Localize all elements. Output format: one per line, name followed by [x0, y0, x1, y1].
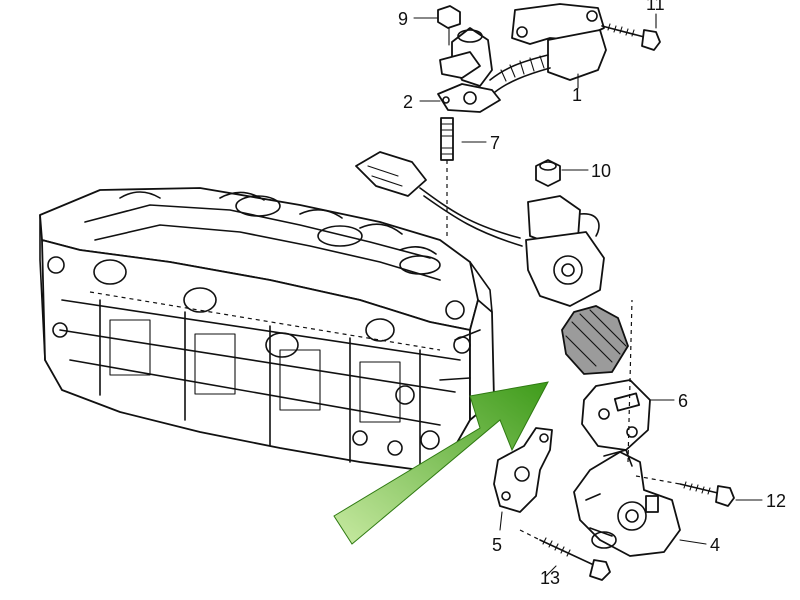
hatched-gasket	[561, 305, 629, 375]
part-1-sensor-assembly	[451, 3, 607, 93]
part-10-nut	[535, 159, 561, 187]
callout-13: 13	[540, 568, 560, 588]
callout-10: 10	[591, 161, 611, 181]
callout-2: 2	[403, 92, 413, 112]
highlight-arrow	[333, 381, 549, 545]
callout-5: 5	[492, 535, 502, 555]
sensor-connector-wire	[355, 151, 523, 247]
callout-numbers: 1 2 4 5 6 7 9 10 11 12 13	[398, 0, 786, 588]
cylinder-head-drawing	[39, 187, 495, 471]
callout-4: 4	[710, 535, 720, 555]
leader-lines	[413, 13, 763, 577]
callout-11: 11	[646, 0, 665, 14]
part-6-plate-gasket	[581, 379, 651, 451]
callout-6: 6	[678, 391, 688, 411]
callout-9: 9	[398, 9, 408, 29]
part-5-bracket	[493, 427, 553, 513]
part-2-flange-gasket	[437, 51, 501, 113]
callout-7: 7	[490, 133, 500, 153]
part-12-bolt	[635, 475, 735, 507]
part-13-bolt	[519, 529, 611, 581]
solenoid-assembly	[525, 195, 605, 307]
callout-12: 12	[766, 491, 786, 511]
part-9-nut	[437, 5, 461, 46]
callout-1: 1	[572, 85, 582, 105]
part-11-bolt	[601, 23, 661, 51]
part-7-stud	[440, 117, 454, 240]
part-4-valve-body	[573, 299, 681, 557]
